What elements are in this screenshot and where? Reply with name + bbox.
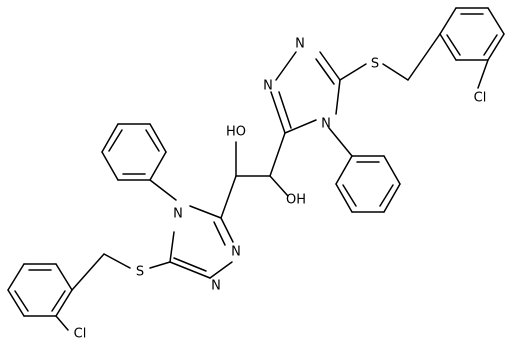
lower-c-cl-bond xyxy=(55,315,69,331)
upper-chlorine-label: Cl xyxy=(474,91,487,106)
hydroxyl-left-label: HO xyxy=(226,125,246,140)
lower-chlorophenyl-ring xyxy=(7,263,73,317)
c3-ch-bond xyxy=(269,132,286,177)
lower-triazole-n1-label: N xyxy=(211,279,221,294)
upper-n-phenyl-ring xyxy=(335,155,401,213)
lower-triazole-n4-label: N xyxy=(173,207,183,222)
upper-sulfur-label: S xyxy=(371,57,379,72)
upper-triazole-n2-label: N xyxy=(263,79,273,94)
lower-sulfur-label: S xyxy=(136,265,144,280)
lower-n-phenyl-bond xyxy=(149,179,177,201)
lower-triazole-ring xyxy=(149,205,234,279)
upper-c-cl-bond xyxy=(477,59,489,89)
lower-chlorine-label: Cl xyxy=(74,327,87,342)
upper-s-ch2-bond xyxy=(382,63,409,81)
lower-s-ch2-bond xyxy=(103,253,131,269)
upper-ch2-ring-bond xyxy=(407,33,441,81)
upper-triazole-ring xyxy=(270,51,367,134)
lower-ch2-ring-bond xyxy=(71,253,105,291)
lower-n-phenyl-ring xyxy=(101,123,167,181)
hydroxyl-right-label: OH xyxy=(286,193,306,208)
oh-bond-right xyxy=(269,175,289,197)
upper-n-phenyl-bond xyxy=(328,127,353,157)
upper-triazole-n1-label: N xyxy=(295,37,305,52)
upper-chlorophenyl-ring xyxy=(439,7,505,61)
upper-triazole-n4-label: N xyxy=(321,117,331,132)
ch-c3-lower-bond xyxy=(220,175,237,219)
lower-triazole-n2-label: N xyxy=(231,245,241,260)
